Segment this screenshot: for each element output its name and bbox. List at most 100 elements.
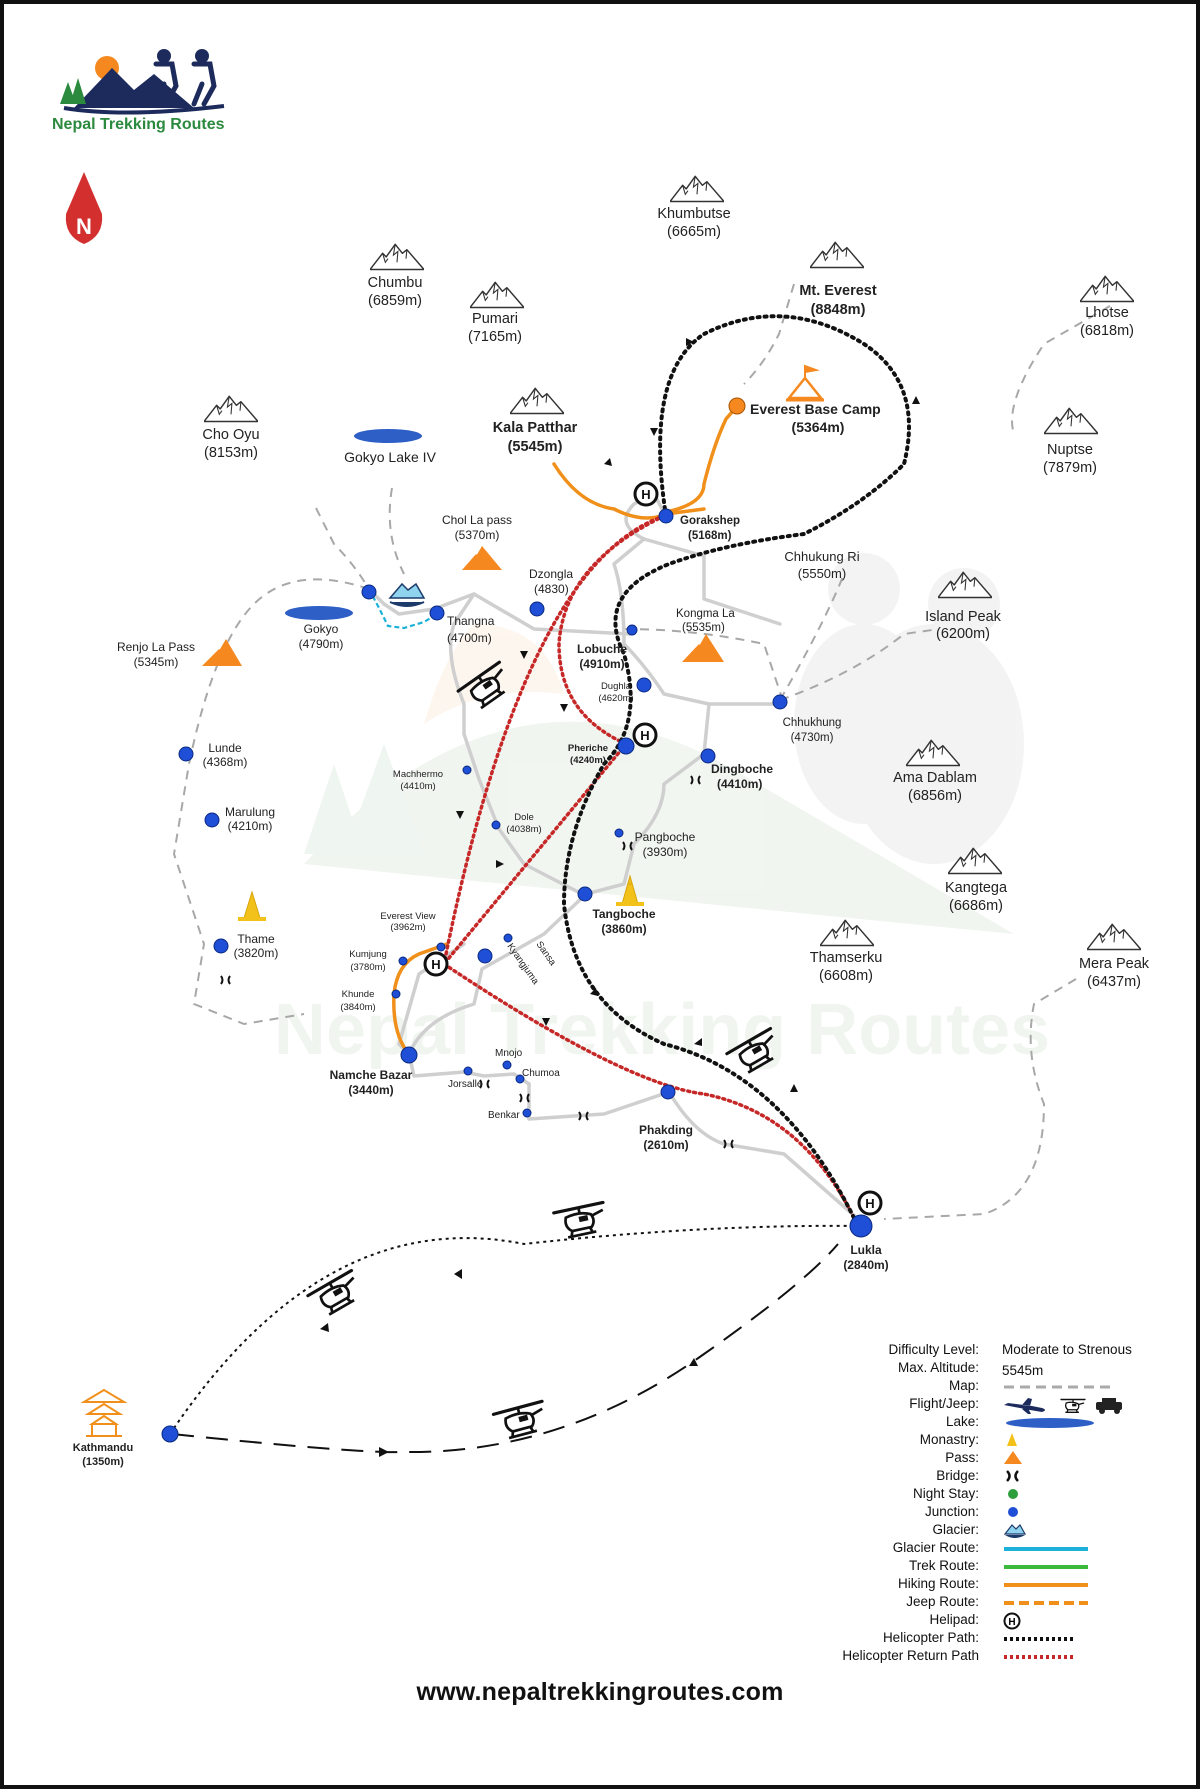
- legend-label: Map:: [948, 1378, 979, 1393]
- legend-altitude: Max. Altitude: 5545m: [784, 1360, 1184, 1378]
- helipad-icon: H: [1003, 1612, 1021, 1630]
- svg-text:H: H: [865, 1196, 874, 1211]
- peak-elev: (8848m): [811, 302, 866, 318]
- legend-label: Monastry:: [919, 1432, 979, 1447]
- place-name: Chhukhung: [783, 717, 842, 729]
- place-name: Kongma La: [676, 608, 735, 620]
- place-elev: (4620m): [598, 693, 633, 704]
- place-elev: (5364m): [792, 419, 845, 435]
- watermark-hikers-icon: Nepal Trekking Routes: [274, 553, 1050, 1070]
- legend-helireturn: Helicopter Return Path: [784, 1648, 1184, 1666]
- peak-name: Kangtega: [945, 880, 1008, 896]
- legend-label: Glacier Route:: [892, 1540, 979, 1555]
- place-name: Marulung: [225, 805, 275, 819]
- place-name: Pangboche: [635, 830, 696, 844]
- legend-flight: Flight/Jeep:: [784, 1396, 1184, 1414]
- peak-elev: (6856m): [908, 788, 962, 804]
- place-elev: (4410m): [717, 777, 762, 791]
- peak-name: Island Peak: [925, 609, 1002, 625]
- legend-map: Map:: [784, 1378, 1184, 1396]
- legend-helipath: Helicopter Path:: [784, 1630, 1184, 1648]
- place-name: Gokyo: [304, 622, 339, 636]
- bridge-icon: [1006, 1470, 1019, 1482]
- place-elev: (4790m): [299, 637, 344, 651]
- compass-letter: N: [76, 214, 92, 239]
- place-name: Lobuche: [577, 642, 627, 656]
- peak-name: Thamserku: [810, 950, 883, 966]
- legend-lake: Lake:: [784, 1414, 1184, 1432]
- legend-label: Jeep Route:: [906, 1594, 979, 1609]
- legend-label: Glacier:: [932, 1522, 979, 1537]
- helicopter-path-line: [1004, 1637, 1074, 1641]
- place-elev: (1350m): [82, 1456, 124, 1468]
- place-name: Thangna: [447, 614, 495, 628]
- place-name: Machhermo: [393, 769, 443, 780]
- place-name: Sansa: [534, 939, 559, 968]
- place-elev: (4830): [534, 582, 569, 596]
- glacier-icon: [1003, 1524, 1027, 1538]
- brand-logo: [60, 49, 225, 115]
- svg-text:H: H: [1008, 1617, 1015, 1628]
- place-name: Mnojo: [495, 1048, 523, 1059]
- place-name: Tangboche: [592, 907, 655, 921]
- peak-elev: (6437m): [1087, 974, 1141, 990]
- brand-name: Nepal Trekking Routes: [52, 116, 225, 133]
- bridge-icon: [220, 775, 734, 1149]
- svg-text:Nepal Trekking Routes: Nepal Trekking Routes: [274, 990, 1050, 1070]
- place-elev: (4910m): [579, 657, 624, 671]
- legend-label: Night Stay:: [912, 1486, 979, 1501]
- place-elev: (4038m): [506, 824, 541, 835]
- peak-labels: Khumbutse (6665m) Mt. Everest (8848m) Lh…: [202, 206, 1149, 990]
- place-name: Everest Base Camp: [750, 401, 881, 417]
- place-elev: (3780m): [350, 962, 385, 973]
- hiking-route-line: [1004, 1583, 1088, 1587]
- place-elev: (5345m): [134, 655, 179, 669]
- peak-name: Kala Patthar: [493, 420, 578, 436]
- place-name: Gorakshep: [680, 515, 740, 527]
- website-url[interactable]: www.nepaltrekkingroutes.com: [416, 1678, 784, 1706]
- place-name: Pheriche: [568, 743, 608, 754]
- place-name: Lunde: [208, 741, 242, 755]
- junction-markers: [161, 508, 873, 1443]
- jeep-route-line: [1004, 1601, 1088, 1605]
- place-elev: (4730m): [791, 732, 834, 744]
- peak-name: Pumari: [472, 311, 518, 327]
- peak-name: Nuptse: [1047, 442, 1093, 458]
- legend-label: Helicopter Return Path: [842, 1648, 979, 1663]
- peak-name: Chumbu: [368, 275, 423, 291]
- legend-hikingroute: Hiking Route:: [784, 1576, 1184, 1594]
- legend-helipad: Helipad: H: [784, 1612, 1184, 1630]
- place-name: Renjo La Pass: [117, 640, 195, 654]
- place-elev: (5550m): [798, 566, 846, 581]
- legend-label: Difficulty Level:: [888, 1342, 979, 1357]
- place-elev: (3820m): [234, 946, 279, 960]
- compass-icon: N: [65, 172, 103, 244]
- place-elev: (3840m): [340, 1002, 375, 1013]
- place-name: Thame: [237, 932, 275, 946]
- place-elev: (5370m): [455, 528, 500, 542]
- legend-value: Moderate to Strenous: [1002, 1342, 1132, 1357]
- junction-icon: [1008, 1507, 1018, 1517]
- legend-glacier: Glacier:: [784, 1522, 1184, 1540]
- legend-label: Lake:: [945, 1414, 979, 1429]
- legend-label: Bridge:: [936, 1468, 979, 1483]
- plane-icon: [1004, 1398, 1045, 1414]
- place-name: Lukla: [850, 1243, 882, 1257]
- peak-elev: (6818m): [1080, 323, 1134, 339]
- monastery-icon: [238, 874, 644, 921]
- place-elev: (3860m): [601, 922, 646, 936]
- legend-label: Hiking Route:: [897, 1576, 979, 1591]
- place-name: Jorsalle: [448, 1079, 483, 1090]
- place-elev: (5168m): [688, 530, 732, 542]
- peak-elev: (6859m): [368, 293, 422, 309]
- place-elev: (4210m): [228, 819, 273, 833]
- place-elev: (4240m): [570, 755, 606, 766]
- map-boundary-lines: [172, 283, 1111, 1220]
- trek-map: Nepal Trekking Routes N: [60, 49, 1150, 1468]
- legend-label: Max. Altitude:: [897, 1360, 979, 1375]
- place-name: Everest View: [380, 911, 435, 922]
- peak-elev: (8153m): [204, 445, 258, 461]
- legend-glacierroute: Glacier Route:: [784, 1540, 1184, 1558]
- peak-elev: (6665m): [667, 224, 721, 240]
